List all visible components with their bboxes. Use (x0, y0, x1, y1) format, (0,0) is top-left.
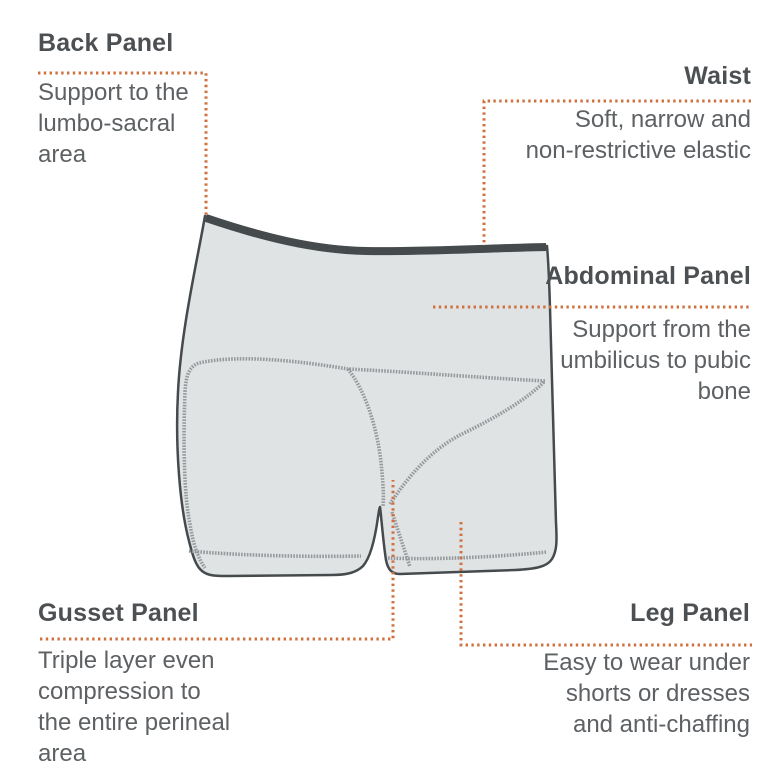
leader-line-waist (482, 99, 751, 246)
stitch-hem-left-leg (188, 549, 362, 559)
stitch-seam-front-crotch (346, 367, 386, 507)
annotation-description-gusset-panel: Triple layer even compression to the ent… (38, 647, 231, 767)
leader-line-leg-panel (459, 522, 752, 647)
annotation-title-waist: Waist (684, 62, 751, 90)
stitch-seam-back-panel (182, 356, 546, 570)
annotation-title-back-panel: Back Panel (38, 29, 174, 57)
annotation-description-back-panel: Support to the lumbo-sacral area (38, 79, 189, 168)
annotation-title-abdominal-panel: Abdominal Panel (545, 262, 751, 290)
stitch-hem-right-leg (387, 550, 548, 561)
waistband (204, 214, 547, 256)
annotation-description-waist: Soft, narrow and non-restrictive elastic (525, 106, 751, 164)
leader-line-gusset-panel (40, 480, 395, 641)
shorts-fabric (175, 214, 558, 578)
annotation-title-gusset-panel: Gusset Panel (38, 599, 199, 627)
stitch-seam-gusset (390, 511, 412, 568)
annotation-title-leg-panel: Leg Panel (630, 599, 750, 627)
annotation-description-abdominal-panel: Support from the umbilicus to pubic bone (560, 316, 751, 405)
annotation-description-leg-panel: Easy to wear under shorts or dresses and… (543, 649, 750, 738)
